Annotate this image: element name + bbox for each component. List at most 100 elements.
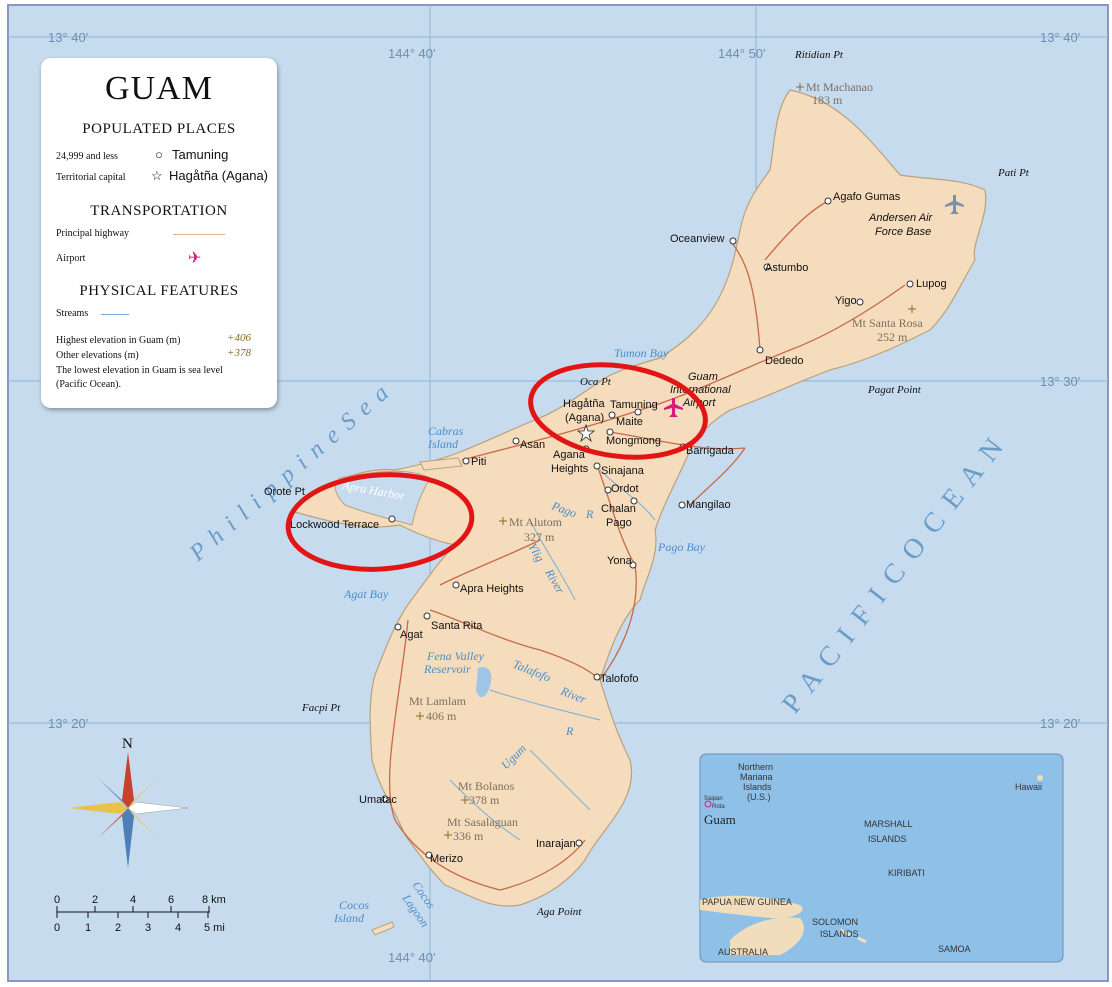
label-tumon-bay: Tumon Bay [614,346,669,360]
label-fena-reservoir: Reservoir [423,662,471,676]
label-pati-pt: Pati Pt [997,167,1030,179]
label-astumbo: Astumbo [765,262,808,274]
legend-capital-example: Hagåtña (Agana) [169,168,269,183]
label-asan: Asan [520,439,545,451]
legend-pop-small-symbol: ○ [155,147,163,162]
legend-stream-line [101,314,129,315]
label-agana-heights: Agana [553,449,586,461]
capital-star [576,423,596,443]
streams [449,469,656,841]
inset-australia: AUSTRALIA [718,947,768,957]
lon-label-14440-top: 144° 40' [388,46,435,61]
inset-solomon-1: SOLOMON [812,917,858,927]
label-hagatna-agana: (Agana) [565,412,604,424]
legend-panel: GUAM POPULATED PLACES 24,999 and less ○ … [41,58,277,408]
legend-highway-label: Principal highway [56,228,130,239]
label-mt-sasalaguan: Mt Sasalaguan [447,815,518,829]
label-agafo-gumas: Agafo Gumas [833,191,901,203]
legend-airport-icon: ✈ [188,250,202,267]
label-fena-valley: Fena Valley [426,649,485,663]
cocos-island [371,921,395,936]
lon-label-14440-bottom: 144° 40' [388,950,435,965]
label-mangilao: Mangilao [686,499,731,511]
label-mt-santa-rosa-elev: 252 m [877,330,908,344]
label-talofofo: Talofofo [600,673,639,685]
compass-north-label: N [122,736,133,752]
label-mongmong: Mongmong [606,435,661,447]
label-oca-pt: Oca Pt [580,376,612,388]
label-mt-bolanos: Mt Bolanos [458,779,515,793]
legend-lowest-line-1: The lowest elevation in Guam is sea leve… [56,365,223,376]
inset-samoa: SAMOA [938,944,971,954]
elevation-markers [416,83,916,839]
scale-mi-1: 1 [85,922,91,934]
label-agat: Agat [400,629,423,641]
label-chalan-pago-2: Pago [606,517,632,529]
label-cabras-island-2: Island [427,437,459,451]
airport-icon [664,398,683,417]
label-mt-machanao: Mt Machanao [806,80,873,94]
inset-kiribati: KIRIBATI [888,868,925,878]
label-mt-santa-rosa: Mt Santa Rosa [852,316,923,330]
label-aga-point: Aga Point [536,906,582,918]
inset-nmi-4: (U.S.) [747,792,771,802]
label-pagat-point: Pagat Point [867,384,922,396]
inset-nmi-1: Northern [738,762,773,772]
inset-marshall-2: ISLANDS [868,834,907,844]
label-mt-alutom-elev: 327 m [524,530,555,544]
label-lupog: Lupog [916,278,947,290]
label-umatac: Umatac [359,794,397,806]
legend-pop-small-label: 24,999 and less [56,151,118,162]
label-andersen: Andersen Air [868,212,934,224]
legend-other-label: Other elevations (m) [56,350,139,361]
legend-pop-small-example: Tamuning [172,147,229,162]
scale-km-4: 4 [130,894,136,906]
label-mt-alutom: Mt Alutom [509,515,563,529]
legend-lowest-line-2: (Pacific Ocean). [56,379,121,390]
label-apra-heights: Apra Heights [460,583,524,595]
highlight-lockwood-terrace [285,472,475,572]
label-mt-lamlam-elev: 406 m [426,709,457,723]
inset-nmi-3: Islands [743,782,772,792]
compass-rose: N [68,736,189,868]
legend-capital-label: Territorial capital [56,172,126,183]
legend-capital-star-icon: ☆ [151,168,163,183]
label-chalan-pago: Chalan [601,503,636,515]
label-inarajan: Inarajan [536,838,576,850]
legend-highway-line [173,234,225,235]
legend-title: GUAM [105,70,213,107]
label-sinajana: Sinajana [601,465,645,477]
inset-solomon-2: ISLANDS [820,929,859,939]
legend-highest-label: Highest elevation in Guam (m) [56,335,181,346]
label-agat-bay: Agat Bay [343,587,389,601]
scale-km-6: 6 [168,894,174,906]
label-barrigada: Barrigada [686,445,735,457]
legend-other-number: 378 [234,347,251,359]
label-lockwood-terrace: Lockwood Terrace [290,519,379,531]
label-hagatna: Hagåtña [563,398,605,410]
legend-other-value: +378 [227,347,251,359]
label-pago-river-r: R [585,507,594,521]
highlight-hagatna-tamuning [528,362,708,460]
label-dededo: Dededo [765,355,804,367]
inset-saipan: Saipan [704,796,723,802]
label-piti: Piti [471,456,486,468]
lat-label-1320-left: 13° 20' [48,716,88,731]
fena-reservoir [476,666,492,698]
scale-km-8: 8 km [202,894,226,906]
legend-physical-heading: PHYSICAL FEATURES [79,283,239,299]
label-merizo: Merizo [430,853,463,865]
inset-png: PAPUA NEW GUINEA [702,897,792,907]
label-oceanview: Oceanview [670,233,724,245]
label-cabras-island: Cabras [428,424,464,438]
cabras-island [419,457,463,471]
airbase-icon [945,195,964,214]
lat-label-1320-right: 13° 20' [1040,716,1080,731]
label-tamuning: Tamuning [610,399,658,411]
label-agana-heights-2: Heights [551,463,589,475]
label-mt-machanao-elev: 183 m [812,93,843,107]
inset-marshall-1: MARSHALL [864,819,913,829]
label-guam-intl: Guam [688,371,718,383]
label-mt-bolanos-elev: 378 m [469,793,500,807]
scale-mi-2: 2 [115,922,121,934]
